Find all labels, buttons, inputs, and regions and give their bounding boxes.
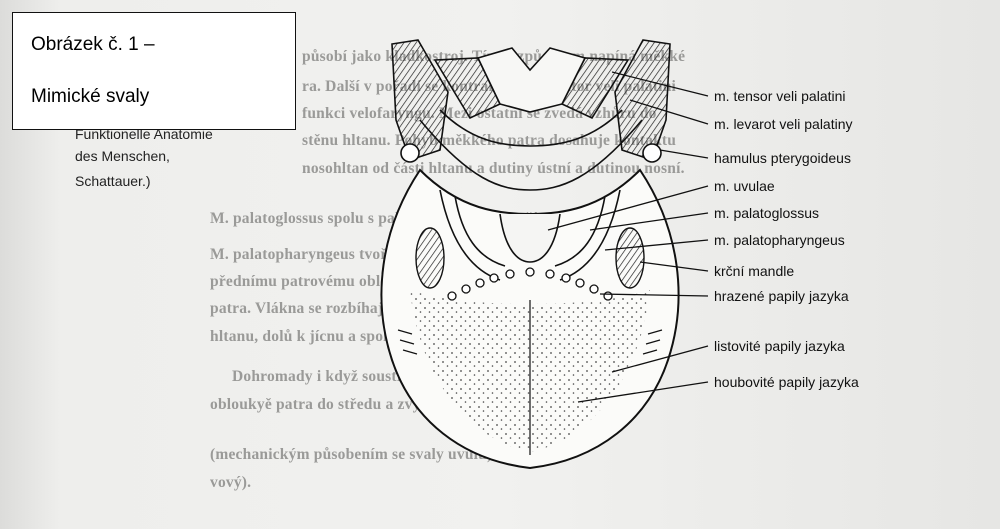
label-palatopharyngeus: m. palatopharyngeus <box>714 232 845 248</box>
label-vallate-papillae: hrazené papily jazyka <box>714 288 849 304</box>
label-levator-veli-palatini: m. levarot veli palatiny <box>714 116 853 132</box>
pterygoid-structures <box>392 40 670 190</box>
label-uvulae: m. uvulae <box>714 178 775 194</box>
label-fungiform-papillae: houbovité papily jazyka <box>714 374 859 390</box>
label-tensor-veli-palatini: m. tensor veli palatini <box>714 88 846 104</box>
caption-line: Schattauer.) <box>75 173 151 189</box>
label-hamulus-pterygoideus: hamulus pterygoideus <box>714 150 851 166</box>
figure-title-box: Obrázek č. 1 – Mimické svaly <box>12 12 296 130</box>
figure-title-line1: Obrázek č. 1 – <box>31 34 155 56</box>
label-foliate-papillae: listovité papily jazyka <box>714 338 845 354</box>
label-tonsil: krční mandle <box>714 263 794 279</box>
figure-title-line2: Mimické svaly <box>31 86 149 108</box>
caption-line: des Menschen, <box>75 148 170 164</box>
label-palatoglossus: m. palatoglossus <box>714 205 819 221</box>
